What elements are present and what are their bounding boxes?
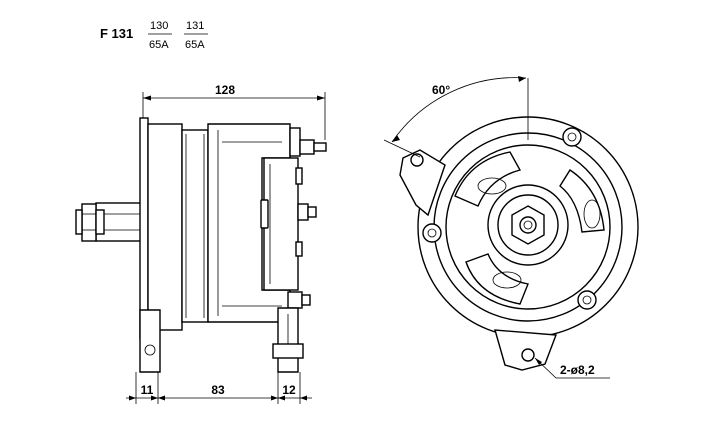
hub-nut <box>511 205 545 245</box>
mount-ear-top-left <box>399 149 446 217</box>
terminal-bolt <box>297 203 309 221</box>
angle-arc <box>391 77 527 143</box>
dim-left-flange: 11 <box>141 383 154 397</box>
front-flange <box>139 117 149 339</box>
housing-bolt-left <box>422 223 442 243</box>
dim-foot-width: 12 <box>282 383 296 397</box>
top-stud <box>313 142 327 152</box>
dim-mount-spacing: 83 <box>211 383 225 397</box>
dim-128-arrow-left <box>143 95 151 101</box>
spoke-window-1 <box>454 151 522 207</box>
side-view: 128 <box>75 83 327 404</box>
front-housing <box>147 123 183 331</box>
front-mount-foot <box>139 309 161 373</box>
dim-overall-length: 128 <box>215 83 235 97</box>
dim-128-arrow-right <box>317 95 325 101</box>
mount-hole-bottom <box>521 348 535 362</box>
spoke-window-3 <box>465 253 529 305</box>
housing-bolt-bottom-right <box>577 290 597 310</box>
connector <box>260 199 269 229</box>
front-view: 60° 2-ø8,2 <box>383 76 639 379</box>
dim-angle: 60° <box>432 83 450 97</box>
shaft-nut <box>81 203 97 242</box>
variant-1-bottom: 65A <box>149 39 169 51</box>
variant-2-bottom: 65A <box>185 39 205 51</box>
model-label: F 131 <box>100 26 133 41</box>
variant-1-top: 130 <box>150 20 168 32</box>
dim-holes: 2-ø8,2 <box>560 363 595 377</box>
variant-2-top: 131 <box>186 20 204 32</box>
spoke-window-2 <box>559 169 605 233</box>
shaft-washer <box>75 209 83 235</box>
mount-hole-top <box>410 153 424 167</box>
housing-bolt-top-right <box>562 127 582 147</box>
regulator-box <box>263 157 299 291</box>
model-header: F 131 130 65A 131 65A <box>100 20 208 51</box>
top-stud-block <box>289 127 301 157</box>
